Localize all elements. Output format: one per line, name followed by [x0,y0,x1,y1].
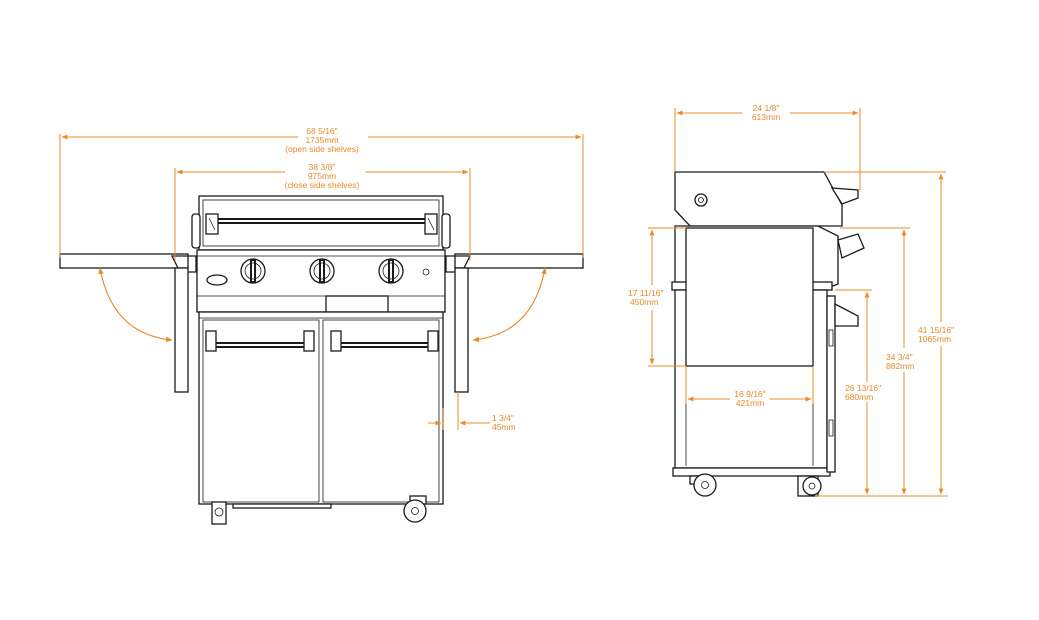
open-width-mm: 1735mm [305,135,338,145]
burner-knob-2 [309,258,335,284]
total-height-mm: 1065mm [918,334,951,344]
dim-cabinet-depth: 16 9/16" 421mm [685,366,814,408]
cabinet-depth-mm: 421mm [736,398,764,408]
cabinet-depth-inch: 16 9/16" [734,389,765,399]
dim-leg-offset: 1 3/4" 45mm [428,392,516,432]
closed-width-mm: 975mm [308,171,336,181]
depth-mm: 613mm [752,112,780,122]
open-width-inch: 68 5/16" [306,126,337,136]
front-side-shelf-right [445,253,584,393]
side-cart [672,227,859,477]
dim-open-width: 68 5/16" 1735mm (open side shelves) [59,126,584,258]
front-casters [211,495,427,525]
front-lid [191,195,451,251]
open-width-note: (open side shelves) [285,144,359,154]
side-view: 24 1/8" 613mm 17 11/16" 450mm 16 9/16" 4… [628,103,954,497]
leg-offset-mm: 45mm [492,422,516,432]
burner-knob-3 [378,258,404,284]
cabinet-height-inch: 17 11/16" [628,288,663,298]
total-height-inch: 41 15/16" [918,325,954,335]
dim-counter-height: 34 3/4" 882mm [840,227,914,495]
side-casters [689,473,822,497]
side-lid [674,171,859,227]
shelf-fold-arc-right [472,267,547,343]
burner-knob-1 [240,258,266,284]
dim-total-height: 41 15/16" 1065mm [824,171,954,495]
brand-logo-badge [206,274,228,286]
shelf-fold-arc-left [98,267,173,343]
dim-depth: 24 1/8" 613mm [674,103,861,190]
front-cart-cabinet [198,311,444,509]
front-side-shelf-left [59,253,197,393]
shelf-height-mm: 680mm [845,392,873,402]
counter-height-mm: 882mm [886,361,914,371]
dim-shelf-height: 26 13/16" 680mm [815,289,948,497]
front-view: 68 5/16" 1735mm (open side shelves) 38 3… [59,126,584,525]
counter-height-inch: 34 3/4" [886,352,913,362]
closed-width-note: (close side shelves) [285,180,360,190]
cabinet-height-mm: 450mm [630,297,658,307]
closed-width-inch: 38 3/8" [309,162,336,172]
leg-offset-inch: 1 3/4" [492,413,514,423]
dim-closed-width: 38 3/8" 975mm (close side shelves) [174,162,471,260]
dim-cabinet-height: 17 11/16" 450mm [628,227,686,367]
depth-inch: 24 1/8" [753,103,780,113]
shelf-height-inch: 26 13/16" [845,383,881,393]
front-control-panel [196,249,446,313]
